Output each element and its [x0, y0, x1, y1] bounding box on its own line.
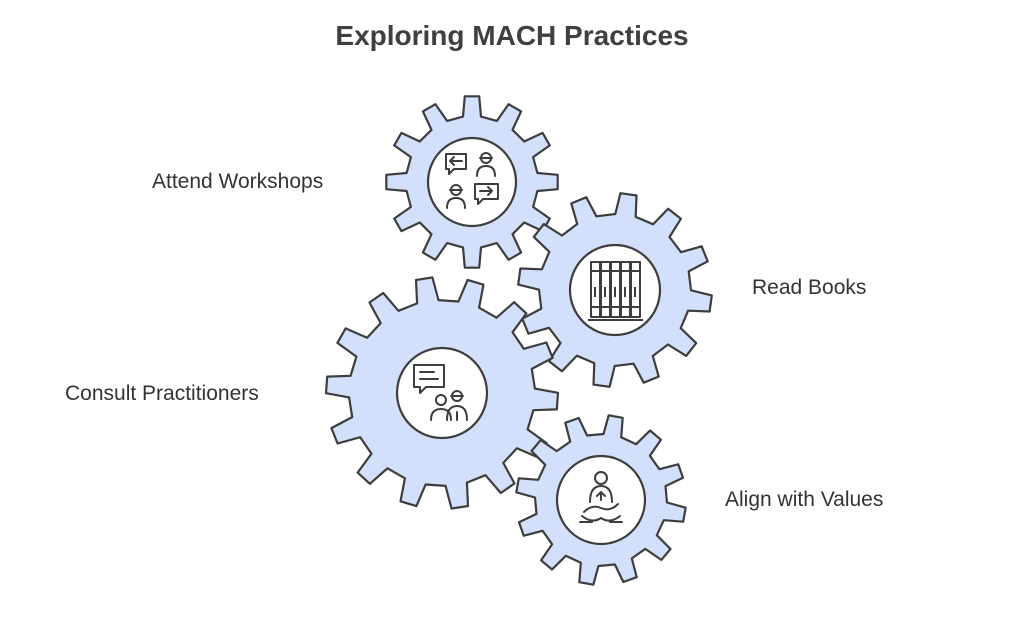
consultation-icon — [413, 364, 468, 421]
workshop-dialogue-icon — [445, 152, 499, 209]
gear-hub — [395, 346, 489, 440]
books-icon — [588, 261, 643, 321]
page-title: Exploring MACH Practices — [335, 20, 689, 51]
label-align-with-values: Align with Values — [725, 488, 884, 511]
gear-align-with-values — [515, 414, 687, 586]
gear-consult-practitioners — [324, 276, 560, 510]
gear-read-books — [517, 192, 713, 388]
meditation-icon — [579, 471, 623, 523]
label-consult-practitioners: Consult Practitioners — [65, 382, 259, 405]
label-read-books: Read Books — [752, 276, 867, 299]
gear-hub — [426, 136, 518, 228]
label-attend-workshops: Attend Workshops — [152, 170, 324, 193]
gear-attend-workshops — [385, 95, 559, 269]
